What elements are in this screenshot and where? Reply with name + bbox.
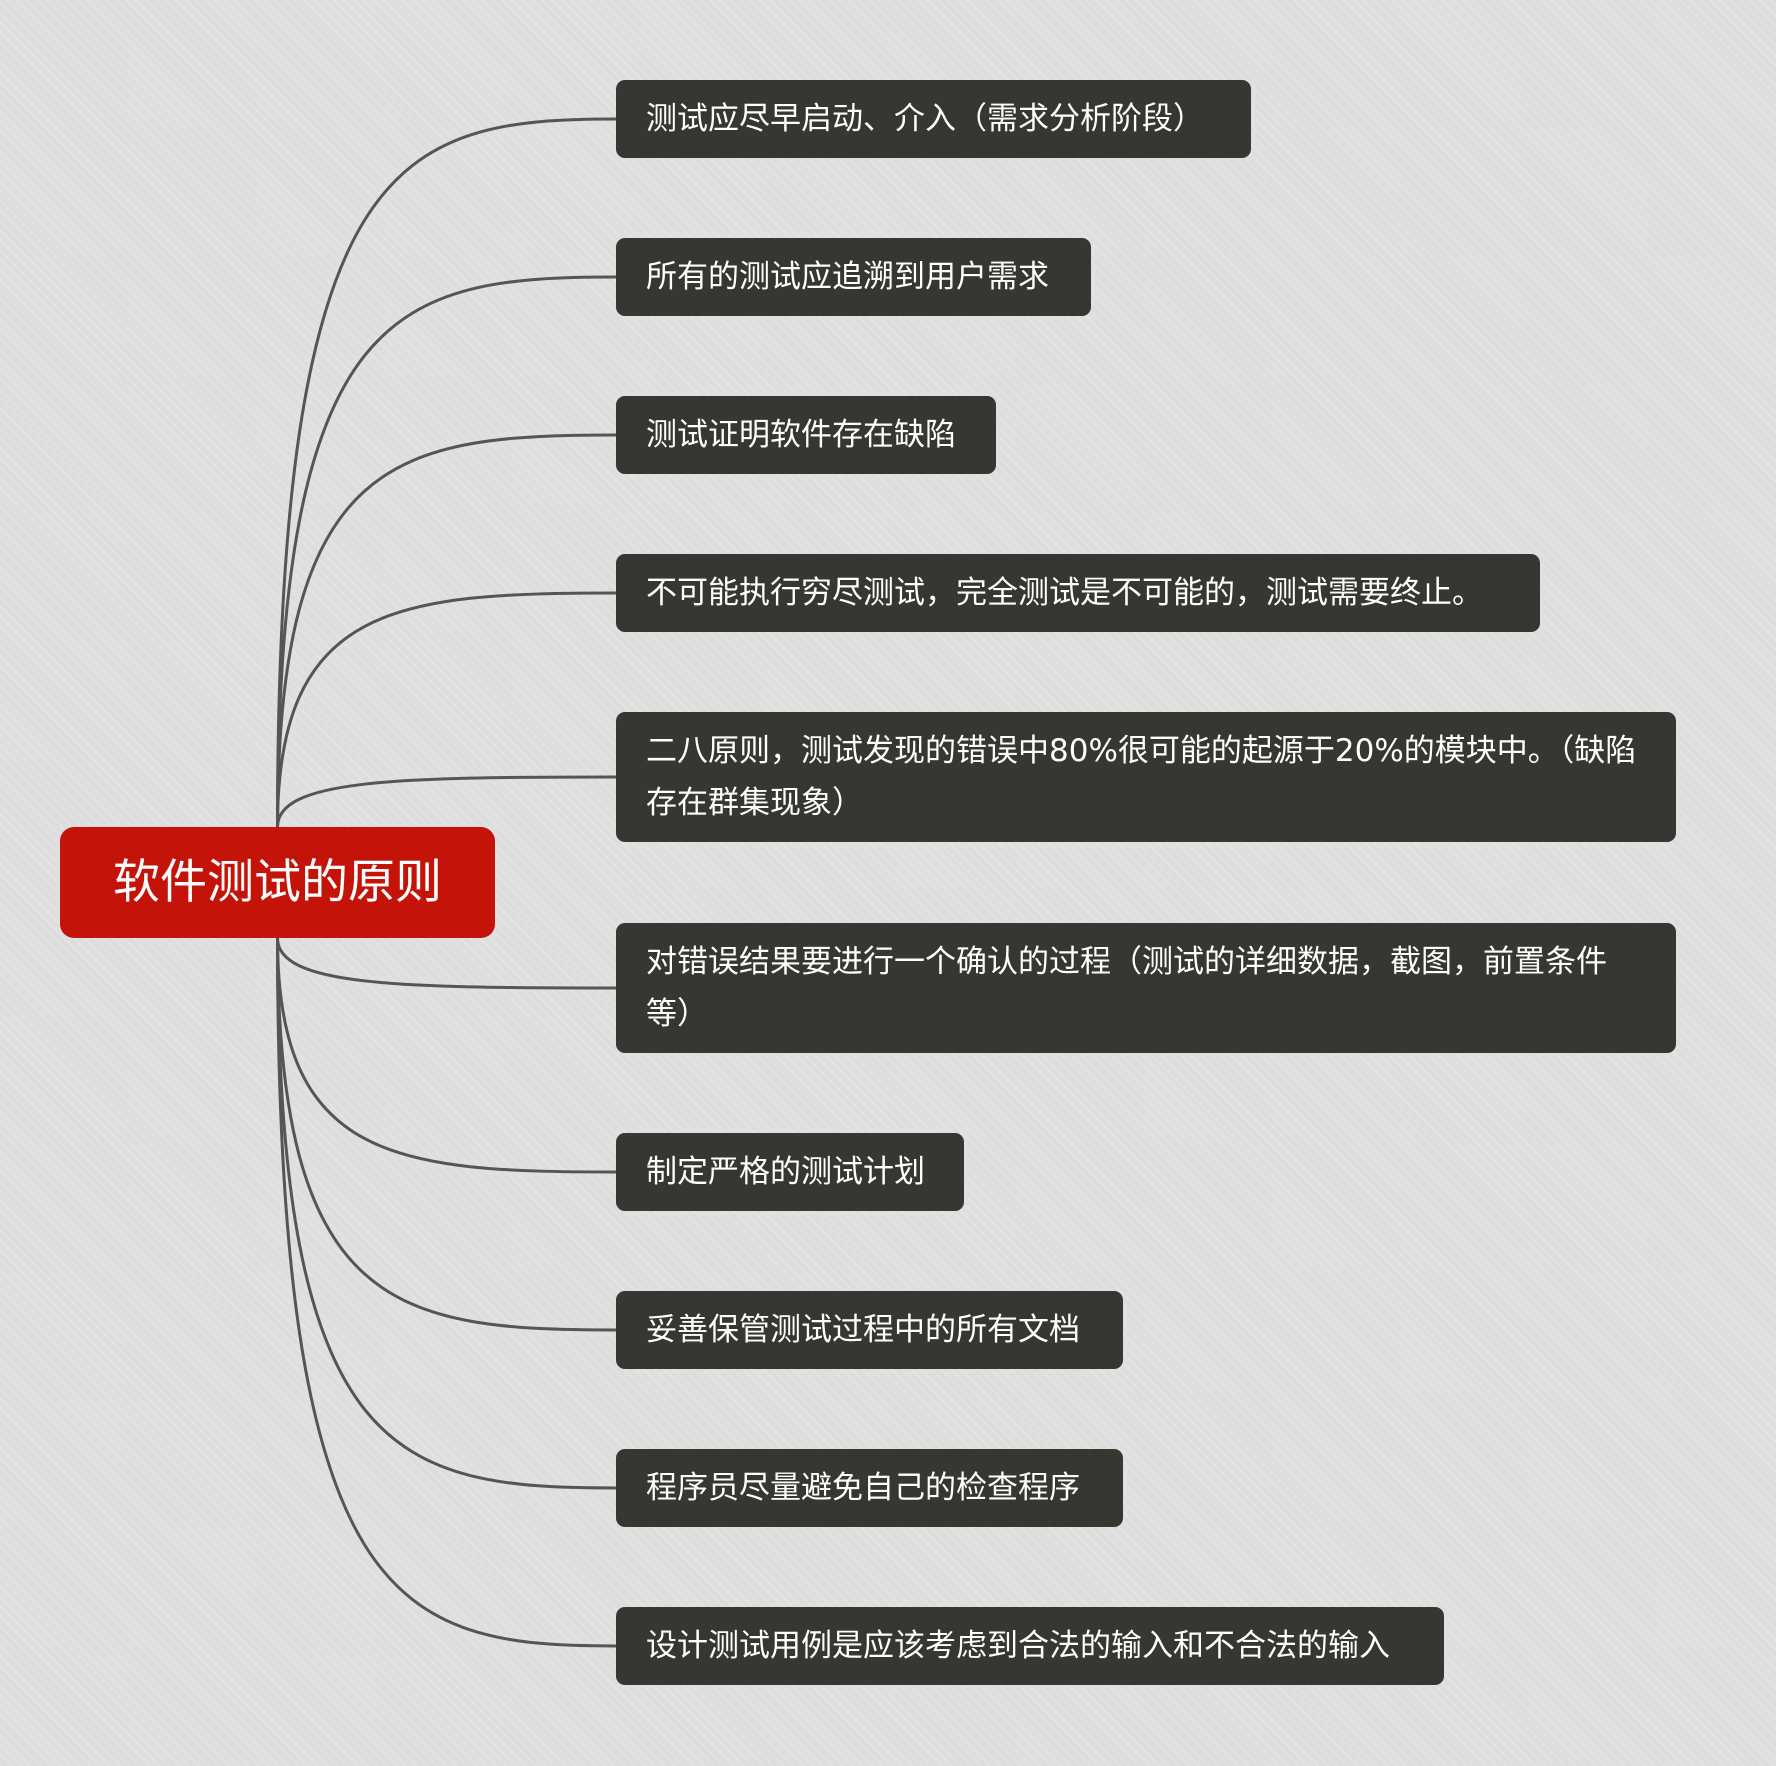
branch-node-label: 妥善保管测试过程中的所有文档 [646, 1312, 1080, 1348]
branch-node-label: 二八原则，测试发现的错误中80%很可能的起源于20%的模块中。（缺陷存在群集现象… [646, 733, 1637, 821]
branch-node-label: 所有的测试应追溯到用户需求 [646, 259, 1049, 295]
connector-line [276, 775, 617, 828]
branch-node-1[interactable]: 测试应尽早启动、介入（需求分析阶段） [616, 80, 1251, 158]
connector-line [276, 275, 617, 828]
branch-node-2[interactable]: 所有的测试应追溯到用户需求 [616, 238, 1091, 316]
root-node[interactable]: 软件测试的原则 [60, 827, 495, 938]
connector-line [276, 937, 617, 1648]
connector-line [276, 937, 617, 1490]
root-node-label: 软件测试的原则 [113, 854, 442, 910]
branch-node-label: 设计测试用例是应该考虑到合法的输入和不合法的输入 [646, 1628, 1390, 1664]
branch-node-9[interactable]: 程序员尽量避免自己的检查程序 [616, 1449, 1123, 1527]
branch-node-label: 不可能执行穷尽测试，完全测试是不可能的，测试需要终止。 [646, 575, 1483, 611]
branch-node-label: 测试证明软件存在缺陷 [646, 417, 956, 453]
branch-node-8[interactable]: 妥善保管测试过程中的所有文档 [616, 1291, 1123, 1369]
connector-line [276, 937, 617, 1332]
branch-node-4[interactable]: 不可能执行穷尽测试，完全测试是不可能的，测试需要终止。 [616, 554, 1540, 632]
branch-node-3[interactable]: 测试证明软件存在缺陷 [616, 396, 996, 474]
branch-node-10[interactable]: 设计测试用例是应该考虑到合法的输入和不合法的输入 [616, 1607, 1444, 1685]
branch-node-label: 对错误结果要进行一个确认的过程（测试的详细数据，截图，前置条件等） [646, 944, 1607, 1032]
branch-node-5[interactable]: 二八原则，测试发现的错误中80%很可能的起源于20%的模块中。（缺陷存在群集现象… [616, 712, 1676, 842]
branch-node-label: 测试应尽早启动、介入（需求分析阶段） [646, 101, 1204, 137]
connector-line [276, 937, 617, 990]
connector-line [276, 117, 617, 828]
connector-line [276, 433, 617, 828]
branch-node-label: 程序员尽量避免自己的检查程序 [646, 1470, 1080, 1506]
connector-line [276, 591, 617, 828]
branch-node-label: 制定严格的测试计划 [646, 1154, 925, 1190]
branch-node-6[interactable]: 对错误结果要进行一个确认的过程（测试的详细数据，截图，前置条件等） [616, 923, 1676, 1053]
connector-line [276, 937, 617, 1174]
branch-node-7[interactable]: 制定严格的测试计划 [616, 1133, 964, 1211]
